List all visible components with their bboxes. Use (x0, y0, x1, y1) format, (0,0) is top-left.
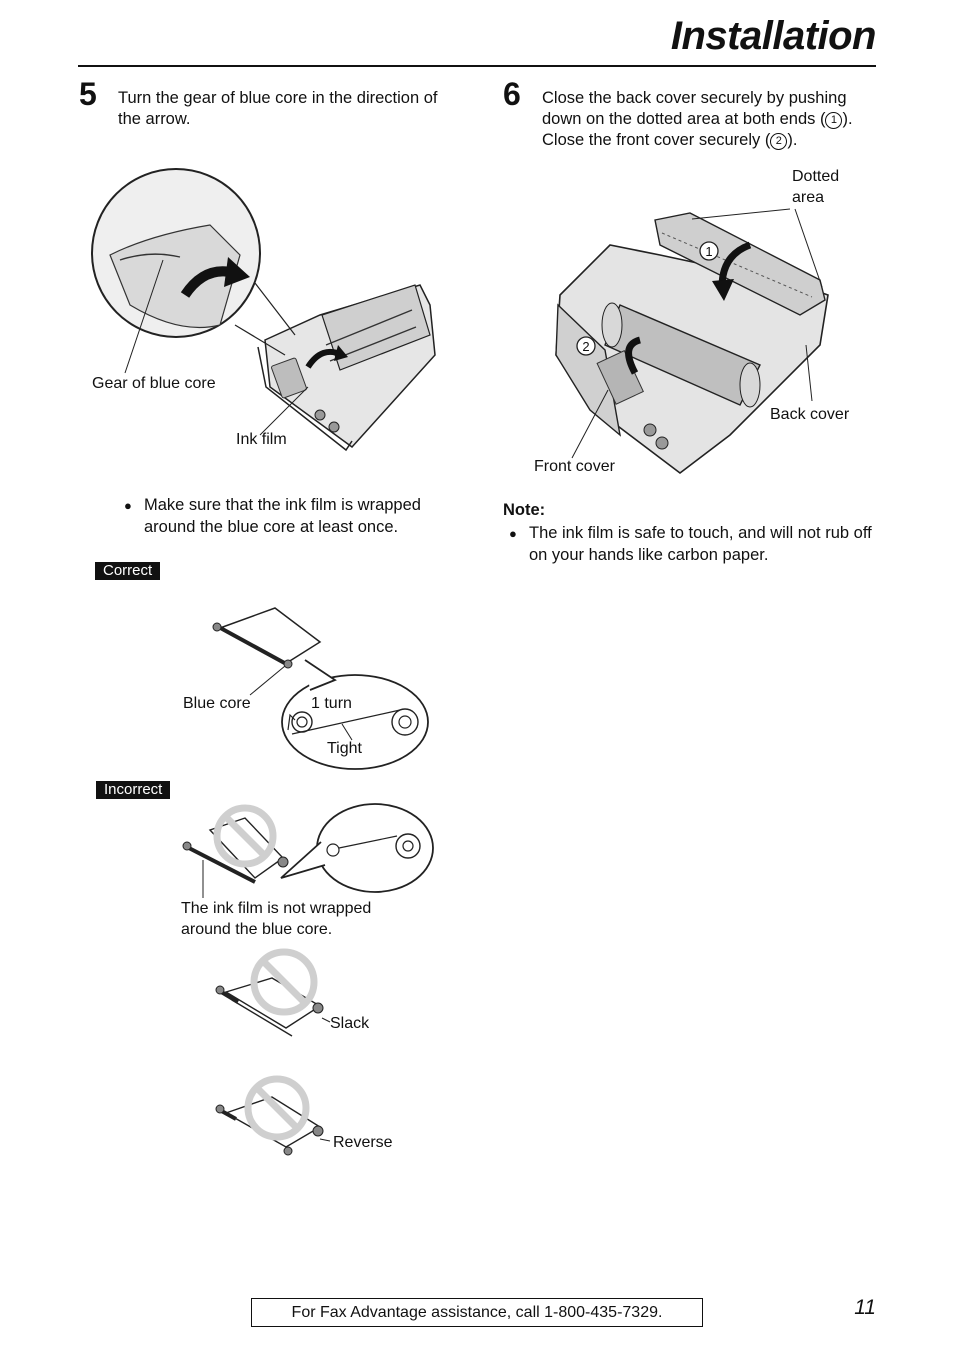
gear-of-blue-core-label: Gear of blue core (92, 375, 216, 392)
prohibited-icon (250, 948, 318, 1016)
step-6-text-part1: Close the back cover securely by pushing… (542, 89, 847, 128)
step-5-illustration (91, 168, 436, 452)
not-wrapped-illustration (182, 803, 434, 898)
step-6-number: 6 (503, 76, 521, 112)
reverse-illustration (215, 1075, 331, 1156)
step-6-text-part2: ). Close the front cover securely ( (542, 110, 853, 149)
assistance-footer: For Fax Advantage assistance, call 1-800… (251, 1298, 703, 1327)
step-6-text: Close the back cover securely by pushing… (542, 88, 882, 151)
note-bullet: ● The ink film is safe to touch, and wil… (509, 523, 879, 566)
note-bullet-text: The ink film is safe to touch, and will … (529, 524, 872, 564)
blue-core-label: Blue core (183, 695, 251, 712)
step-5-number: 5 (79, 76, 97, 112)
tight-label: Tight (327, 740, 362, 757)
incorrect-tag: Incorrect (96, 781, 171, 799)
not-wrapped-label: The ink film is not wrapped around the b… (181, 900, 372, 938)
ink-film-label: Ink film (236, 431, 287, 448)
page-number: 11 (854, 1296, 876, 1319)
reverse-label: Reverse (333, 1134, 393, 1151)
slack-label: Slack (330, 1015, 370, 1032)
circle-number-1-icon: 1 (825, 112, 843, 129)
step-5-text: Turn the gear of blue core in the direct… (118, 89, 438, 128)
one-turn-label: 1 turn (311, 695, 352, 712)
prohibited-icon (213, 804, 277, 868)
bullet-icon: ● (509, 526, 517, 541)
slack-illustration (215, 948, 331, 1037)
correct-tag: Correct (95, 562, 161, 580)
header-rule (78, 65, 876, 67)
step-5-bullet: ● Make sure that the ink film is wrapped… (124, 495, 454, 538)
step-6-illustration: 1 2 (555, 208, 829, 475)
callout-2-text: 2 (582, 339, 589, 354)
circle-number-2-icon: 2 (770, 133, 788, 150)
front-cover-label: Front cover (534, 458, 615, 475)
step-6-text-part3: ). (787, 131, 798, 149)
step-5-bullet-text: Make sure that the ink film is wrapped a… (144, 496, 421, 536)
callout-1-text: 1 (705, 244, 712, 259)
back-cover-label: Back cover (770, 406, 850, 423)
page-title: Installation (670, 14, 877, 58)
bullet-icon: ● (124, 498, 132, 513)
prohibited-icon (244, 1075, 310, 1141)
note-title: Note: (503, 501, 546, 519)
correct-illustration (212, 607, 429, 770)
dotted-area-label: Dotted area (792, 168, 840, 206)
